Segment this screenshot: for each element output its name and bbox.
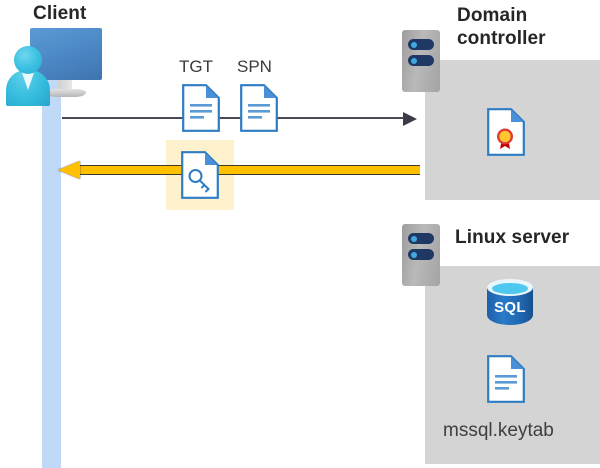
monitor-stand-neck [58, 80, 72, 90]
server-bay [408, 249, 434, 260]
tgt-label: TGT [179, 57, 213, 76]
server-bay [408, 55, 434, 66]
sql-label: SQL [494, 299, 526, 316]
response-arrow-head [58, 161, 80, 179]
response-arrow [58, 161, 420, 179]
sql-database-icon: SQL [487, 279, 533, 331]
tgt-document-icon [182, 84, 220, 132]
user-head [14, 46, 42, 74]
request-arrow-shaft [62, 117, 403, 119]
user-collar [21, 70, 35, 90]
client-title: Client [33, 3, 87, 24]
domain-controller-server-icon [402, 30, 440, 92]
linux-server-icon [402, 224, 440, 286]
client-lifeline [42, 60, 61, 468]
database-cylinder-top-inner [492, 282, 528, 294]
request-arrow [62, 112, 417, 126]
response-arrow-shaft [78, 165, 420, 175]
linux-server-title: Linux server [455, 227, 570, 248]
server-bay [408, 39, 434, 50]
server-bay [408, 233, 434, 244]
spn-document-icon [240, 84, 278, 132]
keytab-file-label: mssql.keytab [443, 420, 554, 441]
domain-controller-title: Domain controller [457, 5, 546, 49]
monitor-stand-base [46, 89, 86, 97]
key-document-icon [181, 151, 219, 199]
keytab-document-icon [487, 355, 525, 403]
request-arrow-head [403, 112, 417, 126]
monitor-screen [30, 28, 102, 80]
certificate-document-icon [487, 108, 525, 156]
spn-label: SPN [237, 57, 272, 76]
client-computer-user-icon [6, 28, 110, 108]
